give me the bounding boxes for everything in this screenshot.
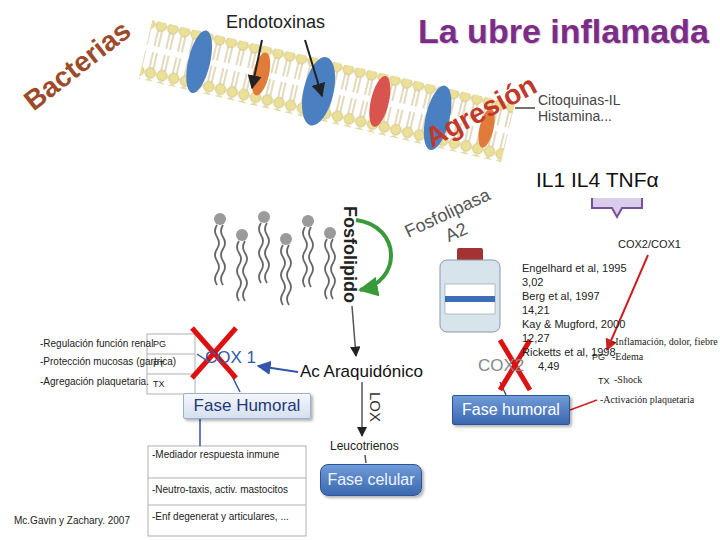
source-citation: Mc.Gavin y Zachary. 2007 xyxy=(14,515,130,527)
pathway-arrow xyxy=(352,306,356,356)
phospholipids xyxy=(214,211,336,305)
mediator-abbrev: PG xyxy=(153,339,166,349)
table-frame xyxy=(148,446,306,536)
membrane-protein xyxy=(365,74,394,129)
toxin-arrow xyxy=(252,40,262,88)
mediator-abbrev: PT xyxy=(153,359,165,369)
membrane-protein xyxy=(181,28,217,95)
table-rule xyxy=(147,354,195,355)
mediator-label: Citoquinas-IL Histamina... xyxy=(538,92,650,124)
box-text: Fase humoral xyxy=(462,401,560,419)
phase-box: Fase celular xyxy=(320,464,422,496)
enzyme-label: LOX xyxy=(367,392,384,422)
bottle-stripe xyxy=(445,296,495,302)
effect-item: -Inflamación, dolor, fiebre xyxy=(612,336,718,348)
table-rule xyxy=(148,505,306,506)
mediator-label: IL1 IL4 TNFα xyxy=(536,168,659,192)
bracket-arrow xyxy=(592,198,642,217)
citation: Berg et al, 1997 xyxy=(522,290,600,303)
phospholipid-symbol xyxy=(324,227,336,299)
agent-label: Bacterias xyxy=(18,14,137,117)
citation: Engelhard et al, 1995 xyxy=(522,262,627,275)
citation: Kay & Mugford, 2000 xyxy=(522,318,625,331)
citation-value: 12,27 xyxy=(522,332,550,345)
enzyme-label: Fosfolipasa A2 xyxy=(396,182,508,263)
leader-line xyxy=(570,400,597,410)
bottle-body xyxy=(440,260,500,332)
leader-line xyxy=(197,354,206,360)
molecule-label: Leucotrienos xyxy=(330,440,399,454)
phospholipid-symbol xyxy=(258,211,270,283)
membrane-protein xyxy=(248,51,273,97)
molecule-label: Ac Araquidónico xyxy=(300,362,423,382)
pathway-arrow xyxy=(258,366,298,372)
citation-value: 14,21 xyxy=(522,304,550,317)
function-item: -Enf degenerat y articulares, ... xyxy=(152,511,302,523)
phospholipid-symbol xyxy=(280,233,292,305)
phospholipid-symbol xyxy=(236,229,248,301)
table-rule xyxy=(148,478,306,479)
mediator-abbrev: TX xyxy=(153,379,165,389)
mediator-abbrev: TX xyxy=(598,376,610,386)
drug-bottle xyxy=(440,248,500,332)
phase-box: Fase humoral xyxy=(452,395,570,425)
citation-value: 4,49 xyxy=(538,360,559,373)
box-text: Fase Humoral xyxy=(194,397,301,416)
enzyme-label: COX2/COX1 xyxy=(618,238,681,251)
effect-item: -Edema xyxy=(612,351,643,363)
enzyme-arrow xyxy=(356,220,391,290)
function-item: -Regulación función renal xyxy=(40,338,153,350)
phospholipid-symbol xyxy=(214,213,226,285)
mediator-abbrev: PG xyxy=(592,352,605,362)
function-item: -Neutro-taxis, activ. mastocitos xyxy=(152,484,302,496)
effect-item: -Shock xyxy=(614,374,642,386)
molecule-label: Fosfolipido xyxy=(339,206,360,303)
phospholipid-symbol xyxy=(302,215,314,287)
box-text: Fase celular xyxy=(327,471,414,489)
pathway-arrow xyxy=(361,382,363,436)
bottle-label xyxy=(445,284,495,314)
toxin-arrow xyxy=(305,40,322,96)
phase-box: Fase Humoral xyxy=(183,393,311,419)
function-item: -Mediador respuesta inmune xyxy=(152,449,302,461)
table-rule xyxy=(147,374,195,375)
enzyme-label: COX2 xyxy=(478,356,524,376)
agent-label: Endotoxinas xyxy=(226,12,325,33)
enzyme-label: COX 1 xyxy=(205,348,256,368)
membrane-protein xyxy=(296,54,341,129)
leader-line xyxy=(365,455,366,463)
diagram-title: La ubre inflamada xyxy=(418,12,709,51)
function-item: -Agregación plaquetaria. xyxy=(40,376,149,388)
leader-line xyxy=(199,418,201,446)
effect-item: -Activación plaquetaria xyxy=(600,394,694,406)
citation-value: 3,02 xyxy=(522,276,543,289)
